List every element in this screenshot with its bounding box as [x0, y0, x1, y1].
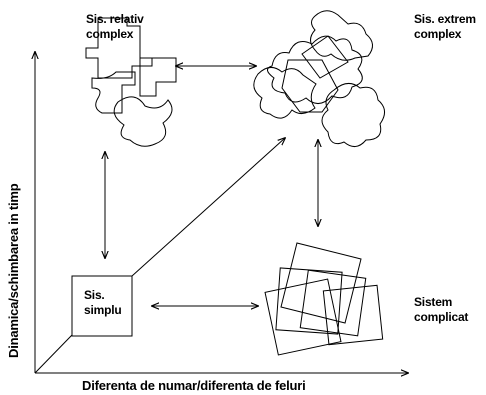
extrem-complex-line1: Sis. extrem — [414, 12, 476, 26]
simplu-box — [71, 275, 133, 337]
extrem-complex-label: Sis. extrem complex — [414, 12, 476, 42]
x-axis-label: Diferenta de numar/diferenta de feluri — [82, 378, 306, 393]
simplu-line1: Sis. — [84, 288, 105, 302]
extrem-complex-line2: complex — [414, 27, 462, 41]
simplu-line2: simplu — [84, 303, 122, 317]
relativ-complex-line2: complex — [86, 27, 134, 41]
simplu-label: Sis. simplu — [84, 288, 122, 318]
relativ-complex-shape — [85, 17, 177, 147]
relativ-complex-line1: Sis. relativ — [86, 12, 144, 26]
complicat-label: Sistem complicat — [414, 295, 468, 325]
complicat-line1: Sistem — [414, 295, 453, 309]
depth-axis — [34, 334, 73, 374]
y-axis-label: Dinamica/schimbarea in timp — [6, 183, 21, 359]
complicat-shape — [264, 242, 384, 356]
simple-to-extreme-arrow — [131, 138, 285, 277]
extrem-complex-shape — [253, 10, 385, 147]
complicat-line2: complicat — [414, 310, 469, 324]
relativ-complex-label: Sis. relativ complex — [86, 12, 144, 42]
